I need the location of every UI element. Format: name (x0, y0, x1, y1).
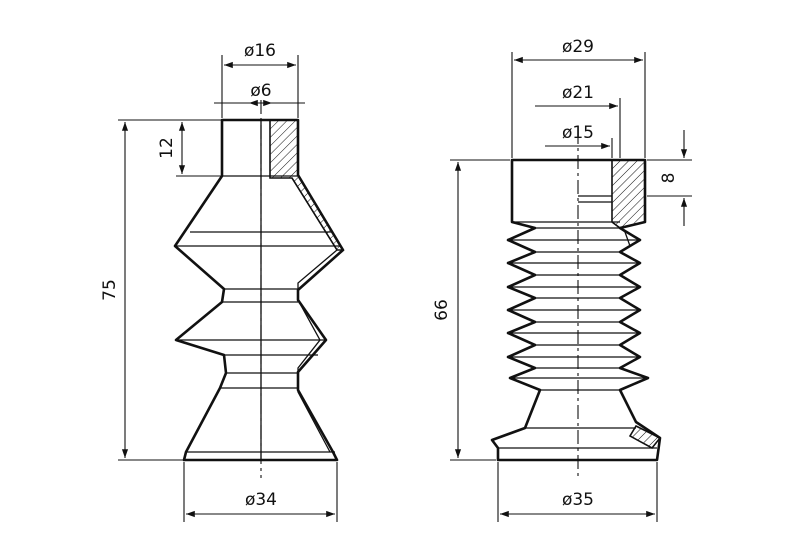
dim-right-total-height: 66 (432, 299, 452, 321)
right-section-hatch (611, 159, 646, 229)
right-suction-cup (490, 130, 662, 478)
right-dimensions: ø29 ø21 ø15 8 66 ø35 (432, 37, 692, 522)
dim-left-top-inner: ø6 (250, 81, 271, 101)
dim-right-base: ø35 (562, 490, 594, 510)
dim-right-outer-top: ø29 (562, 37, 594, 57)
left-section-hatch (269, 119, 345, 251)
left-cup-outline (173, 118, 345, 462)
dim-right-collar-height: 8 (659, 173, 679, 184)
dim-left-base: ø34 (245, 490, 277, 510)
dim-left-total-height: 75 (100, 279, 120, 301)
dim-left-top-outer: ø16 (244, 41, 276, 61)
left-dimensions: ø16 ø6 12 75 ø34 (100, 41, 338, 522)
dim-right-middle: ø21 (562, 83, 594, 103)
dim-left-neck-height: 12 (157, 137, 177, 159)
dim-right-inner: ø15 (562, 123, 594, 143)
left-suction-cup (173, 100, 345, 478)
